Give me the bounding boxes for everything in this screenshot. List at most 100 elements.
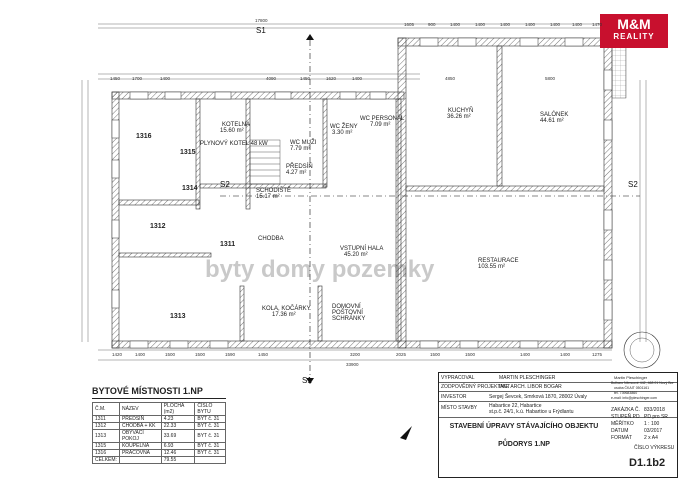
dim-bottom-12: 1400 [560,352,571,357]
north-arrow [400,426,412,440]
dim-bottom-4: 1500 [195,352,206,357]
room-wc-zeny-area: 3.30 m² [332,130,353,136]
room-1315: 1315 [180,149,196,156]
dim-bottom-8: 2025 [396,352,407,357]
tb-key: STUPEŇ PD [611,414,640,420]
dim-bottom-13: 1275 [592,352,603,357]
dim-top-5: 1400 [500,22,511,27]
dim-bottom-7: 3200 [350,352,361,357]
table-row: 1312 CHODBA + KK 22.33 BYT č. 31 [92,422,226,430]
dim-bottom-6: 1450 [258,352,269,357]
section-label-s2-right: S2 [628,180,638,189]
tb-value: st.p.č. 24/1, k.ú. Habartice u Frýdlantu [489,409,574,415]
section-arrows [306,34,314,384]
tb-label: INVESTOR [441,394,467,400]
dim-bottom-11: 1400 [520,352,531,357]
title-block: VYPRACOVAL MARTIN PLESCHINGER ZODPOVĚDNÝ… [438,372,678,478]
room-schodiste-area: 15.17 m² [256,194,280,200]
legend-header: PLOCHA (m2) [160,402,196,416]
room-predsin: PŘEDSÍŇ [286,164,313,170]
table-row: 1315 KOUPELNA 6.93 BYT č. 31 [92,442,226,450]
table-cell: 6.93 [160,442,196,450]
legend-total-row: CELKEM: 79.55 [92,456,226,464]
room-kotelna-area: 15.60 m² [220,128,244,134]
project-title: STAVEBNÍ ÚPRAVY STÁVAJÍCÍHO OBJEKTU [449,423,599,430]
table-row: 1316 PRACOVNA 12.46 BYT č. 31 [92,449,226,457]
table-cell: CHODBA + KK [118,422,162,430]
room-schodiste: SCHODIŠTĚ [256,188,292,194]
company-logo: M&M REALITY [600,14,668,48]
dim-second-9: 5800 [545,76,556,81]
section-label-s2-left: S2 [220,180,230,189]
tb-key: DATUM [611,428,629,434]
table-cell: 4.23 [160,415,196,423]
tb-key: FORMÁT [611,435,633,441]
room-kuchyn-area: 36.26 m² [447,114,471,120]
company-line: Martin Pleschinger [614,375,648,380]
room-kola-area: 17.36 m² [272,312,296,318]
table-cell: BYT č. 31 [194,442,226,450]
room-kola: KOLA, KOČÁRKY [262,306,311,312]
sheet-number: D1.1b2 [629,457,666,469]
table-cell: 1313 [92,429,120,443]
legend-header-row: Č.M. NÁZEV PLOCHA (m2) ČÍSLO BYTU [92,402,226,416]
dim-top-3: 1400 [450,22,461,27]
room-vstupni-hala: VSTUPNÍ HALA [340,246,384,252]
table-cell: 22.33 [160,422,196,430]
dim-bottom-3: 1500 [165,352,176,357]
room-salonek: SALÓNEK [540,112,569,118]
watermark-text: byty domy pozemky [205,256,435,283]
dim-top-1: 1605 [404,22,415,27]
room-kotel: PLYNOVÝ KOTEL 48 kW [200,141,268,147]
tb-value: MARTIN PLESCHINGER [499,375,556,381]
tb-value: 03/2017 [644,428,663,434]
dim-top-7: 1400 [550,22,561,27]
dim-overall-top: 17800 [255,18,268,23]
tb-value: Sergej Ševcek, Smrková 1870, 28002 Úvaly [489,394,587,400]
dim-top-9: 1470 [592,22,603,27]
dim-second-7: 1400 [352,76,363,81]
total-value: 79.55 [160,456,196,464]
company-line: Bulharo Němcové 442, 468 01 Nový Bor [611,381,674,385]
section-label-s1-bottom: S1 [302,376,312,385]
table-cell: 1311 [92,415,120,423]
legend-header: Č.M. [92,402,120,416]
room-vstupni-hala-area: 45.20 m² [344,252,368,258]
legend-title: BYTOVÉ MÍSTNOSTI 1.NP [92,386,226,399]
tb-key: ZAKÁZKA Č. [611,407,640,413]
dim-bottom-5: 1590 [225,352,236,357]
table-cell: PŘEDSÍŇ [118,415,162,423]
dim-second-5: 1450 [300,76,311,81]
table-cell: OBÝVACÍ POKOJ [118,429,162,443]
room-kotelna: KOTELNA [222,122,251,128]
dim-second-4: 4090 [266,76,277,81]
company-line: tel. 739683860 [614,391,638,395]
plan-title: PŮDORYS 1.NP [498,441,550,448]
dim-overall-bottom: 33900 [346,362,359,367]
tb-label: VYPRACOVAL [441,375,475,381]
dim-second-3: 1400 [160,76,171,81]
room-predsin-area: 4.27 m² [286,170,307,176]
dim-top-4: 1400 [475,22,486,27]
room-restaurace-area: 103.55 m² [478,264,506,270]
table-cell: BYT č. 31 [194,429,226,443]
dim-bottom-1: 1420 [112,352,123,357]
room-wc-muzi: WC MUŽI [290,140,317,146]
dim-bottom-9: 1500 [430,352,441,357]
logo-top-text: M&M [617,16,651,32]
legend-header: ČÍSLO BYTU [194,402,226,416]
room-salonek-area: 44.61 m² [540,118,564,124]
section-lines [220,40,640,378]
engineer-stamp [623,331,661,369]
room-wc-personal-area: 7.09 m² [370,122,391,128]
tb-value: 1 : 100 [644,421,660,427]
table-cell: 1316 [92,449,120,457]
room-1313: 1313 [170,313,186,320]
legend-header: NÁZEV [118,402,162,416]
room-1314: 1314 [182,185,198,192]
room-1316: 1316 [136,133,152,140]
table-cell: BYT č. 31 [194,449,226,457]
room-wc-muzi-area: 7.79 m² [290,146,311,152]
table-row: 1311 PŘEDSÍŇ 4.23 BYT č. 31 [92,415,226,423]
